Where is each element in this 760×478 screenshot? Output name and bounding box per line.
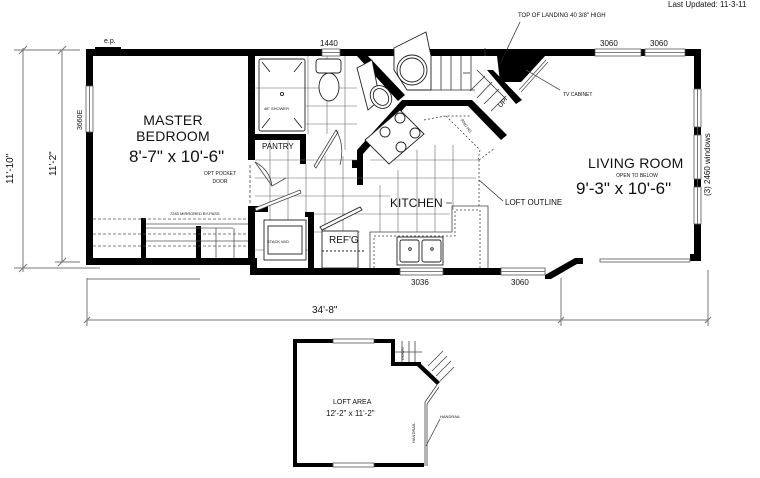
- living-room-dimensions: 9'-3" x 10'-6": [576, 179, 672, 198]
- tv-cabinet-label: TV CABINET: [563, 92, 593, 98]
- landing-callout-line: [499, 21, 521, 65]
- loft-stairs-handrail: [395, 341, 455, 466]
- loft-area-dimensions: 12'-2" x 11'-2": [326, 409, 375, 418]
- overall-width-dimension: 34'-8": [312, 305, 338, 316]
- electric-panel-label: e.p.: [104, 38, 116, 45]
- handrail-label: HANDRAIL: [411, 422, 416, 443]
- loft-walls: [293, 339, 440, 467]
- master-bedroom-name-2: BEDROOM: [136, 128, 210, 144]
- windows: [85, 48, 702, 276]
- kitchen-sink: [396, 236, 444, 266]
- window-label-living-bottom: 3060: [511, 278, 529, 287]
- loft-windows: [332, 338, 375, 468]
- interior-depth-dimension: 11'-2": [48, 151, 59, 176]
- kitchen-label: KITCHEN: [390, 196, 443, 210]
- toilet: [315, 58, 342, 102]
- range-hood: [423, 115, 481, 161]
- window-label-bath: 1440: [320, 39, 338, 48]
- master-bedroom-name-1: MASTER: [143, 112, 203, 128]
- tv-cabinet: [518, 59, 561, 93]
- stairs-down-label: DOWN: [400, 347, 405, 360]
- last-updated: Last Updated: 11-3-11: [668, 0, 747, 9]
- living-room-name: LIVING ROOM: [588, 155, 684, 171]
- living-room-note: OPEN TO BELOW: [616, 173, 658, 179]
- range: [364, 109, 425, 165]
- bedroom-closet: [93, 218, 248, 258]
- window-label-living-2: 3060: [650, 39, 668, 48]
- bottom-dimension-line: [83, 270, 712, 326]
- loft-area-name: LOFT AREA: [333, 399, 372, 406]
- handrail-callout: HANDRAIL: [440, 414, 461, 419]
- left-dimension-lines: [14, 45, 100, 273]
- kitchen-counter: [369, 147, 496, 268]
- doors: [249, 129, 343, 212]
- window-label-left: 3660E: [77, 109, 84, 130]
- refrigerator-label: REF'G: [329, 235, 359, 246]
- electric-panel: [95, 47, 121, 50]
- pocket-door-label-2: DOOR: [212, 179, 228, 185]
- washer-dryer: [263, 219, 307, 261]
- stairs: [431, 48, 508, 112]
- shower-label: 48" SHOWER: [264, 106, 289, 111]
- pocket-door-label-1: OPT POCKET: [203, 171, 237, 177]
- master-bedroom-dimensions: 8'-7" x 10'-6": [129, 147, 225, 166]
- shower: [258, 58, 306, 132]
- window-label-kitchen: 3036: [411, 278, 429, 287]
- corner-fixture: [393, 31, 432, 91]
- mirrored-bypass-label: 7283 MIRRORED BY-PASS: [170, 211, 220, 216]
- stack-wd-label: STACK W/D: [267, 239, 289, 244]
- window-label-living-1: 3060: [600, 39, 618, 48]
- overall-depth-dimension: 11'-10": [5, 153, 16, 184]
- pantry-label: PANTRY: [262, 142, 294, 151]
- interior-walls: [141, 56, 545, 268]
- refrigerator: [319, 206, 366, 269]
- window-label-right: (3) 2460 windows: [703, 133, 712, 196]
- bath-sink: [356, 59, 393, 111]
- top-of-landing-note: TOP OF LANDING 40 3/8" HIGH: [518, 13, 606, 19]
- loft-outline-label: LOFT OUTLINE: [505, 198, 563, 207]
